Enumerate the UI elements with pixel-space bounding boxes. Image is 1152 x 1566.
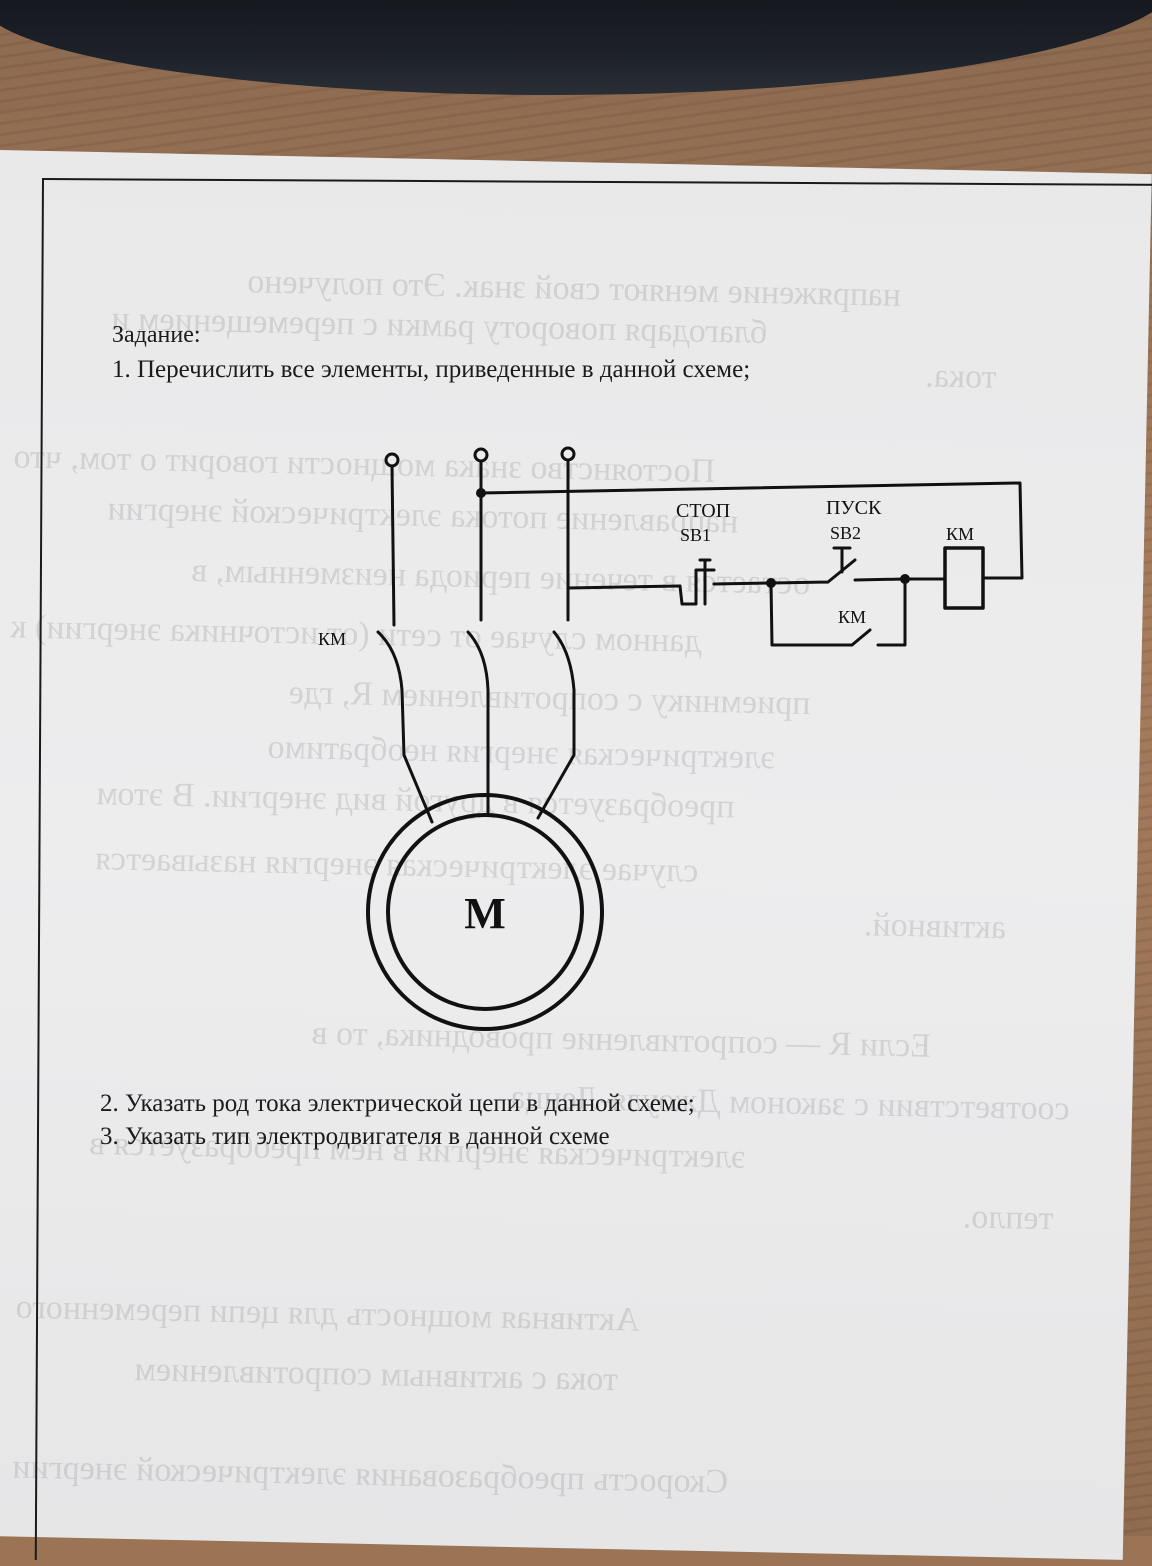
km-coil [943,546,985,610]
km-holding-label: КМ [838,607,866,627]
phase-a-wire [390,464,396,627]
motor-outer-ring [366,793,604,1031]
sb1-to-sb2-wire [712,581,772,586]
control-left-wire [566,584,682,590]
stop-label: СТОП [676,500,730,522]
sb1-label: SB1 [680,525,711,545]
motor-lead-c [536,688,576,820]
phase-c-terminal [560,446,576,462]
phase-a-terminal [384,452,400,468]
km-coil-label: КМ [946,524,974,544]
task-item-1: 1. Перечислить все элементы, приведенные… [112,356,751,383]
motor-inner-ring [386,813,584,1011]
task-heading: Задание: [112,322,201,348]
km-main-contact-c [552,630,576,692]
sb2-label: SB2 [830,523,861,543]
km-holding-contact [769,577,907,647]
junction-dot [476,488,486,498]
start-label: ПУСК [826,497,882,519]
phase-b-terminal [473,447,489,463]
km-main-contact-b [466,630,490,692]
km-main-contact-a [376,630,404,692]
motor-lead-a [400,688,434,824]
task-item-3: 3. Указать тип электродвигателя в данной… [100,1123,610,1150]
sb1-stop-button [678,558,716,606]
sb2-start-button [769,546,907,585]
task-item-2: 2. Указать род тока электрической цепи в… [100,1090,695,1117]
motor-label: М [464,889,506,938]
km-main-label: КМ [318,629,346,649]
control-top-wire [479,481,1024,580]
